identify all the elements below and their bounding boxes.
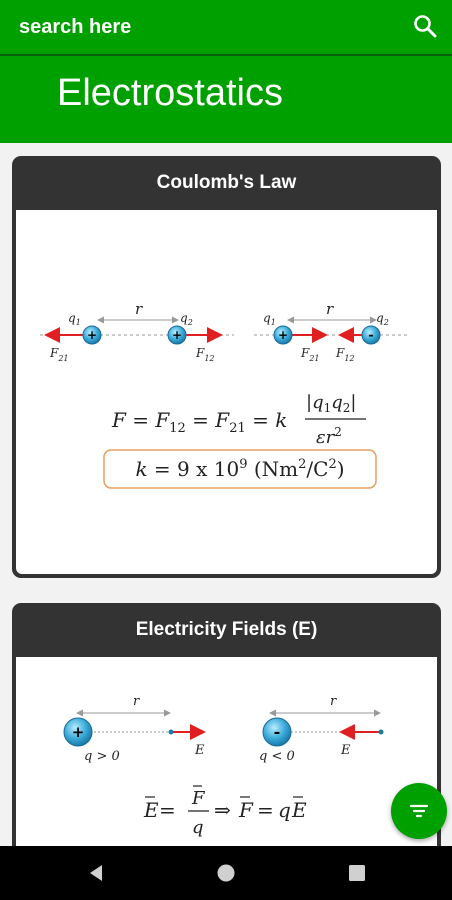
force-label: F21 [49,346,69,363]
card-title: Electricity Fields (E) [135,619,318,640]
electric-fields-card[interactable]: Electricity Fields (E) [12,603,441,863]
navigation-bar [0,846,452,900]
svg-text:F = F12 = F21 = k: F = F12 = F21 = k [111,408,287,436]
svg-text:q: q [192,817,204,838]
filter-button[interactable] [391,783,447,839]
svg-text:=: = [257,798,274,822]
svg-text:εr2: εr2 [316,425,342,448]
charge-label: q2 [180,311,193,327]
svg-text:|q1q2|: |q1q2| [306,392,357,415]
svg-text:-: - [368,328,373,343]
charge-label: q1 [68,311,81,327]
search-icon[interactable] [412,13,438,39]
charge-label: q2 [376,311,389,327]
coulombs-law-figure: r + + q1 q2 F21 F12 r + - q1 q2 F21 F12 [16,210,437,574]
svg-text:q: q [278,798,291,822]
positive-charge [82,325,102,345]
svg-text:+: + [87,328,97,342]
field-label: E [340,743,351,758]
header-divider [0,54,452,56]
negative-charge [262,717,292,747]
positive-charge [273,325,293,345]
svg-text:E: E [143,798,159,822]
charge-label: q1 [263,311,276,327]
coulombs-law-diagram: r + + q1 q2 F21 F12 r + - q1 q2 F21 F12 [40,300,408,489]
positive-charge [63,717,93,747]
force-label: F12 [335,346,355,363]
coulombs-law-card[interactable]: Coulomb's Law [12,156,441,578]
field-equation: E = F q ⇒ F = q E [143,785,307,838]
svg-text:+: + [172,328,182,342]
charge-condition: q < 0 [259,749,295,764]
search-bar[interactable]: search here [0,0,452,54]
negative-charge [361,325,381,345]
svg-text:+: + [278,328,288,342]
force-label: F12 [195,346,215,363]
separation-label: r [330,694,337,709]
field-label: E [194,743,205,758]
separation-label: r [133,694,140,709]
search-input[interactable]: search here [19,15,132,38]
separation-label: r [135,300,143,318]
filter-icon [409,804,429,818]
electric-field-diagram: r + q > 0 E r - q < 0 E E = F [63,694,384,838]
svg-text:⇒: ⇒ [214,798,231,822]
page-title: Electrostatics [57,72,283,114]
card-title: Coulomb's Law [156,172,297,193]
svg-text:F: F [238,798,254,822]
constant-box [103,449,377,489]
electric-fields-figure: r + q > 0 E r - q < 0 E E = F [16,657,437,863]
svg-text:=: = [159,798,176,822]
coulomb-equation: F = F12 = F21 = k |q1q2| εr2 [111,392,366,448]
title-bar: Electrostatics [0,56,452,143]
positive-charge [167,325,187,345]
home-icon[interactable] [216,863,236,883]
svg-text:-: - [274,722,281,741]
charge-condition: q > 0 [84,749,120,764]
back-icon[interactable] [86,863,106,883]
recents-icon[interactable] [347,863,367,883]
svg-text:F: F [191,788,206,809]
svg-text:+: + [72,723,85,741]
force-label: F21 [300,346,320,363]
svg-text:E: E [291,798,307,822]
separation-label: r [326,300,334,318]
